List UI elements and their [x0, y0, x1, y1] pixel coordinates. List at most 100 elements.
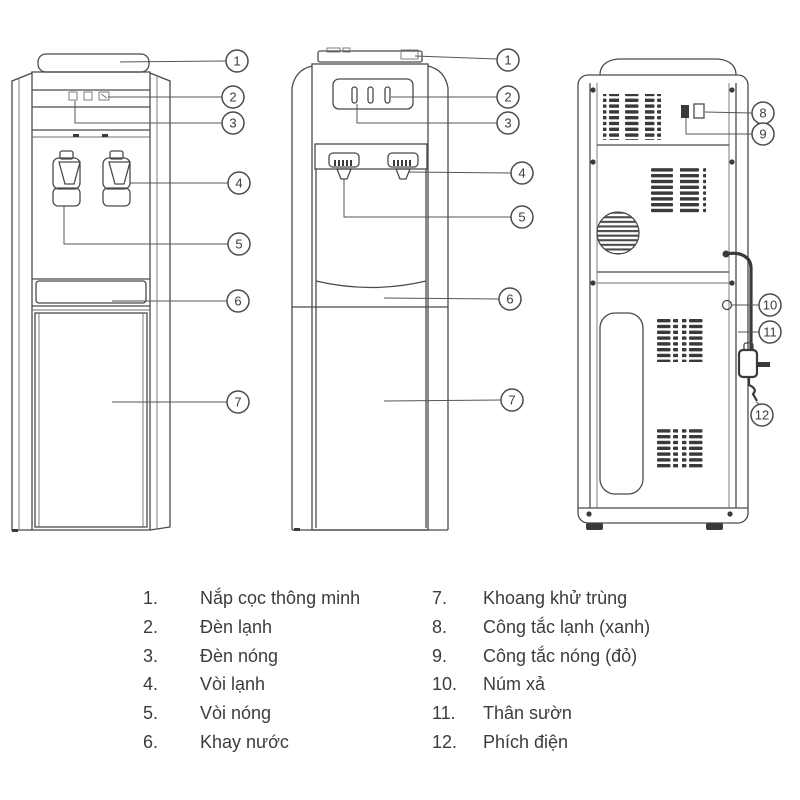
hot-lamp-mark — [100, 93, 108, 99]
screw — [590, 87, 596, 93]
callout-11: 11 — [738, 320, 782, 344]
callout-number: 12 — [755, 408, 769, 423]
callout-number: 3 — [229, 116, 236, 131]
water-dispenser-diagram: 1 2 3 4 5 — [11, 47, 782, 532]
legend-number: 10. — [432, 674, 458, 695]
band-tick-2 — [102, 134, 108, 137]
vent-grille — [645, 94, 661, 140]
legend-number: 1. — [143, 588, 159, 608]
band-tick-1 — [73, 134, 79, 137]
legend-number: 6. — [143, 731, 159, 752]
screw — [727, 511, 733, 517]
vent-grille — [680, 167, 706, 213]
callout-7: 7 — [112, 390, 250, 414]
hot-tap — [387, 152, 419, 180]
legend-item-7: 7.Khoang khử trùng — [432, 584, 650, 613]
callout-3: 3 — [356, 104, 520, 135]
lid-cap — [400, 49, 419, 60]
legend-label: Khoang khử trùng — [483, 588, 628, 608]
callout-number: 3 — [504, 116, 511, 131]
vent-grille — [682, 427, 703, 468]
legend-number: 2. — [143, 616, 159, 637]
legend-item-3: 3. Đèn nóng — [143, 642, 360, 671]
legend-item-9: 9. Công tắc nóng (đỏ) — [432, 642, 650, 671]
legend-column-left: 1. Nắp cọc thông minh 2.Đèn lạnh 3. Đèn nó… — [143, 584, 360, 757]
drip-tray-curve — [315, 280, 427, 289]
cabinet-left-side — [11, 72, 33, 531]
cabinet-front — [311, 63, 429, 531]
legend-number: 8. — [432, 616, 448, 637]
foot — [706, 523, 723, 530]
legend-label: Nắp cọc thông minh — [200, 588, 361, 608]
legend-number: 5. — [143, 703, 159, 724]
indicator-slot-2 — [367, 86, 374, 104]
indicator-slot-1 — [351, 86, 358, 104]
front-view-middle — [291, 47, 449, 531]
callouts-middle-view: 1 2 3 4 5 — [343, 48, 534, 412]
callout-number: 7 — [508, 393, 515, 408]
callout-1: 1 — [414, 48, 520, 72]
callout-1: 1 — [119, 49, 249, 73]
foot-mark — [12, 529, 18, 532]
screw — [729, 280, 735, 286]
callouts-back-view: 8 9 10 11 12 — [685, 101, 782, 427]
callout-6: 6 — [383, 287, 522, 311]
legend-number: 12. — [432, 731, 458, 752]
legend-number: 9. — [432, 645, 448, 666]
legend-item-10: 10.Núm xả — [432, 670, 650, 699]
callout-4: 4 — [408, 161, 534, 185]
cold-tap — [52, 150, 81, 207]
legend-item-1: 1. Nắp cọc thông minh — [143, 584, 360, 613]
vent-grille — [624, 94, 640, 140]
legend-label: Thân sườn — [483, 703, 572, 724]
legend-label: Phích điện — [483, 731, 569, 752]
legend-label: Khay nước — [200, 731, 289, 752]
callout-number: 5 — [235, 237, 242, 252]
top-lid — [317, 50, 423, 63]
callout-number: 9 — [759, 127, 766, 142]
shell-right — [427, 65, 449, 530]
legend-item-8: 8. Công tắc lạnh (xanh) — [432, 613, 650, 642]
callout-4: 4 — [130, 171, 251, 195]
plug-body — [737, 348, 759, 379]
drip-tray — [35, 280, 147, 304]
legend-column-right: 7.Khoang khử trùng 8. Công tắc lạnh (xanh… — [432, 584, 650, 757]
legend-number: 4. — [143, 674, 159, 695]
callout-number: 1 — [233, 54, 240, 69]
legend-number: 3. — [143, 645, 159, 666]
callout-number: 6 — [234, 294, 241, 309]
legend-label: Công tắc lạnh (xanh) — [483, 616, 651, 637]
legend-item-12: 12. Phích điện — [432, 728, 650, 757]
callout-number: 4 — [518, 166, 525, 181]
screw — [729, 87, 735, 93]
cold-lamp — [68, 91, 78, 101]
front-view-left — [11, 53, 171, 532]
legend-item-2: 2.Đèn lạnh — [143, 613, 360, 642]
vent-grille — [657, 427, 678, 468]
callout-3: 3 — [74, 101, 245, 135]
vent-grille — [603, 94, 619, 140]
vent-grille — [650, 167, 676, 213]
control-panel — [332, 78, 414, 110]
cold-switch — [681, 105, 689, 118]
legend-label: Vòi nóng — [200, 703, 272, 724]
legend-item-4: 4.Vòi lạnh — [143, 670, 360, 699]
lid-tick-2 — [342, 47, 351, 53]
callout-5: 5 — [63, 206, 251, 256]
legend-number: 11. — [432, 703, 456, 724]
screw — [729, 159, 735, 165]
legend-item-11: 11. Thân sườn — [432, 699, 650, 728]
callout-number: 5 — [518, 210, 525, 225]
lower-door — [34, 312, 148, 528]
legend-label: Đèn nóng — [200, 645, 279, 666]
back-view — [577, 58, 770, 530]
callout-9: 9 — [685, 118, 775, 146]
shell-left — [291, 65, 313, 530]
legend-label: Công tắc nóng (đỏ) — [483, 645, 638, 666]
legend-item-6: 6. Khay nước — [143, 728, 360, 757]
legend-item-5: 5. Vòi nóng — [143, 699, 360, 728]
handle-slot — [599, 312, 644, 495]
cabinet-right-side — [149, 72, 171, 531]
callout-2: 2 — [391, 85, 520, 109]
